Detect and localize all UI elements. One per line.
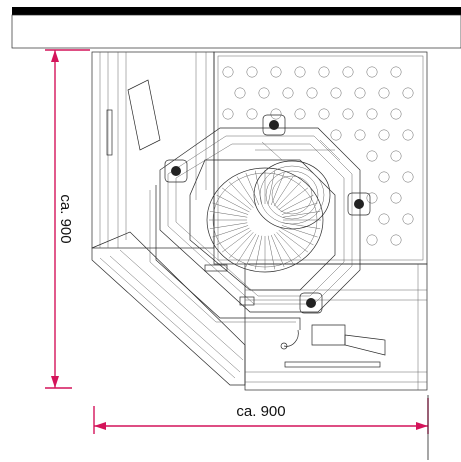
perforation-hole: [378, 129, 390, 141]
radial-line: [281, 225, 318, 238]
perforation-hole: [234, 87, 246, 99]
corner-frame: [91, 231, 428, 391]
mounting-bracket-bottom: [299, 292, 323, 314]
perforation-hole: [282, 87, 294, 99]
perforation-hole: [402, 213, 414, 225]
radial-line: [255, 235, 263, 270]
vertical-dimension-label: ca. 900: [57, 194, 74, 243]
radial-line: [209, 222, 248, 229]
radial-line: [267, 235, 275, 270]
perforation-hole: [270, 108, 282, 120]
mounting-bracket-left: [164, 159, 188, 183]
perforation-hole: [402, 87, 414, 99]
drain-assembly: [206, 139, 341, 273]
perforation-hole: [378, 171, 390, 183]
radial-line: [245, 234, 260, 268]
perforation-hole: [390, 192, 402, 204]
radial-line: [278, 230, 309, 253]
top-wall-bar: [12, 7, 461, 15]
perforation-hole: [366, 192, 378, 204]
perforation-hole: [330, 129, 342, 141]
perforation-hole: [402, 129, 414, 141]
radial-line: [276, 232, 302, 259]
perforation-hole: [342, 66, 354, 78]
wall-section: [11, 14, 461, 49]
horizontal-dimension-label: ca. 900: [236, 403, 285, 420]
radial-line: [221, 230, 252, 253]
radial-line: [216, 227, 250, 246]
perforated-panel: [213, 51, 428, 265]
perforation-hole: [306, 87, 318, 99]
radial-line: [236, 176, 257, 207]
radial-line: [255, 170, 263, 205]
perforation-hole: [354, 129, 366, 141]
side-panel: [91, 51, 215, 249]
perforation-hole: [342, 108, 354, 120]
perforation-hole: [294, 66, 306, 78]
radial-line: [280, 194, 314, 213]
perforation-hole: [270, 66, 282, 78]
perforation-hole: [366, 66, 378, 78]
vertical-dimension: ca. 900: [45, 49, 90, 389]
radial-line: [278, 187, 309, 210]
perforation-hole: [354, 87, 366, 99]
perforation-hole: [390, 108, 402, 120]
radial-line: [273, 176, 294, 207]
radial-line: [267, 170, 275, 205]
radial-line: [228, 181, 254, 208]
radial-line: [273, 233, 294, 264]
radial-line: [216, 194, 250, 213]
hose-lines: [149, 185, 301, 350]
radial-line: [228, 232, 254, 259]
perforation-hole: [246, 108, 258, 120]
perforation-hole: [390, 234, 402, 246]
radial-line: [281, 202, 318, 215]
radial-line: [221, 187, 252, 210]
octagonal-tray: [159, 127, 361, 313]
perforation-hole: [294, 108, 306, 120]
perforation-hole: [390, 66, 402, 78]
horizontal-dimension: ca. 900: [93, 395, 429, 460]
mounting-bracket-top: [262, 114, 286, 136]
perforation-hole: [318, 66, 330, 78]
radial-line: [212, 225, 249, 238]
radial-line: [209, 211, 248, 218]
perforation-hole: [366, 150, 378, 162]
radial-line: [212, 202, 249, 215]
radial-line: [245, 172, 260, 206]
perforation-hole: [366, 108, 378, 120]
perforation-hole: [366, 234, 378, 246]
perforation-hole: [378, 213, 390, 225]
mounting-bracket-right: [347, 192, 371, 216]
perforation-hole: [222, 66, 234, 78]
perforation-hole: [378, 87, 390, 99]
perforation-hole: [318, 108, 330, 120]
radial-line: [270, 234, 285, 268]
radial-line: [236, 233, 257, 264]
perforation-hole: [246, 66, 258, 78]
perforation-hole: [330, 87, 342, 99]
perforation-hole: [258, 87, 270, 99]
perforation-hole: [390, 150, 402, 162]
radial-line: [282, 211, 321, 218]
radial-line: [280, 227, 314, 246]
radial-line: [276, 181, 302, 208]
perforation-hole: [222, 108, 234, 120]
perforation-hole: [402, 171, 414, 183]
